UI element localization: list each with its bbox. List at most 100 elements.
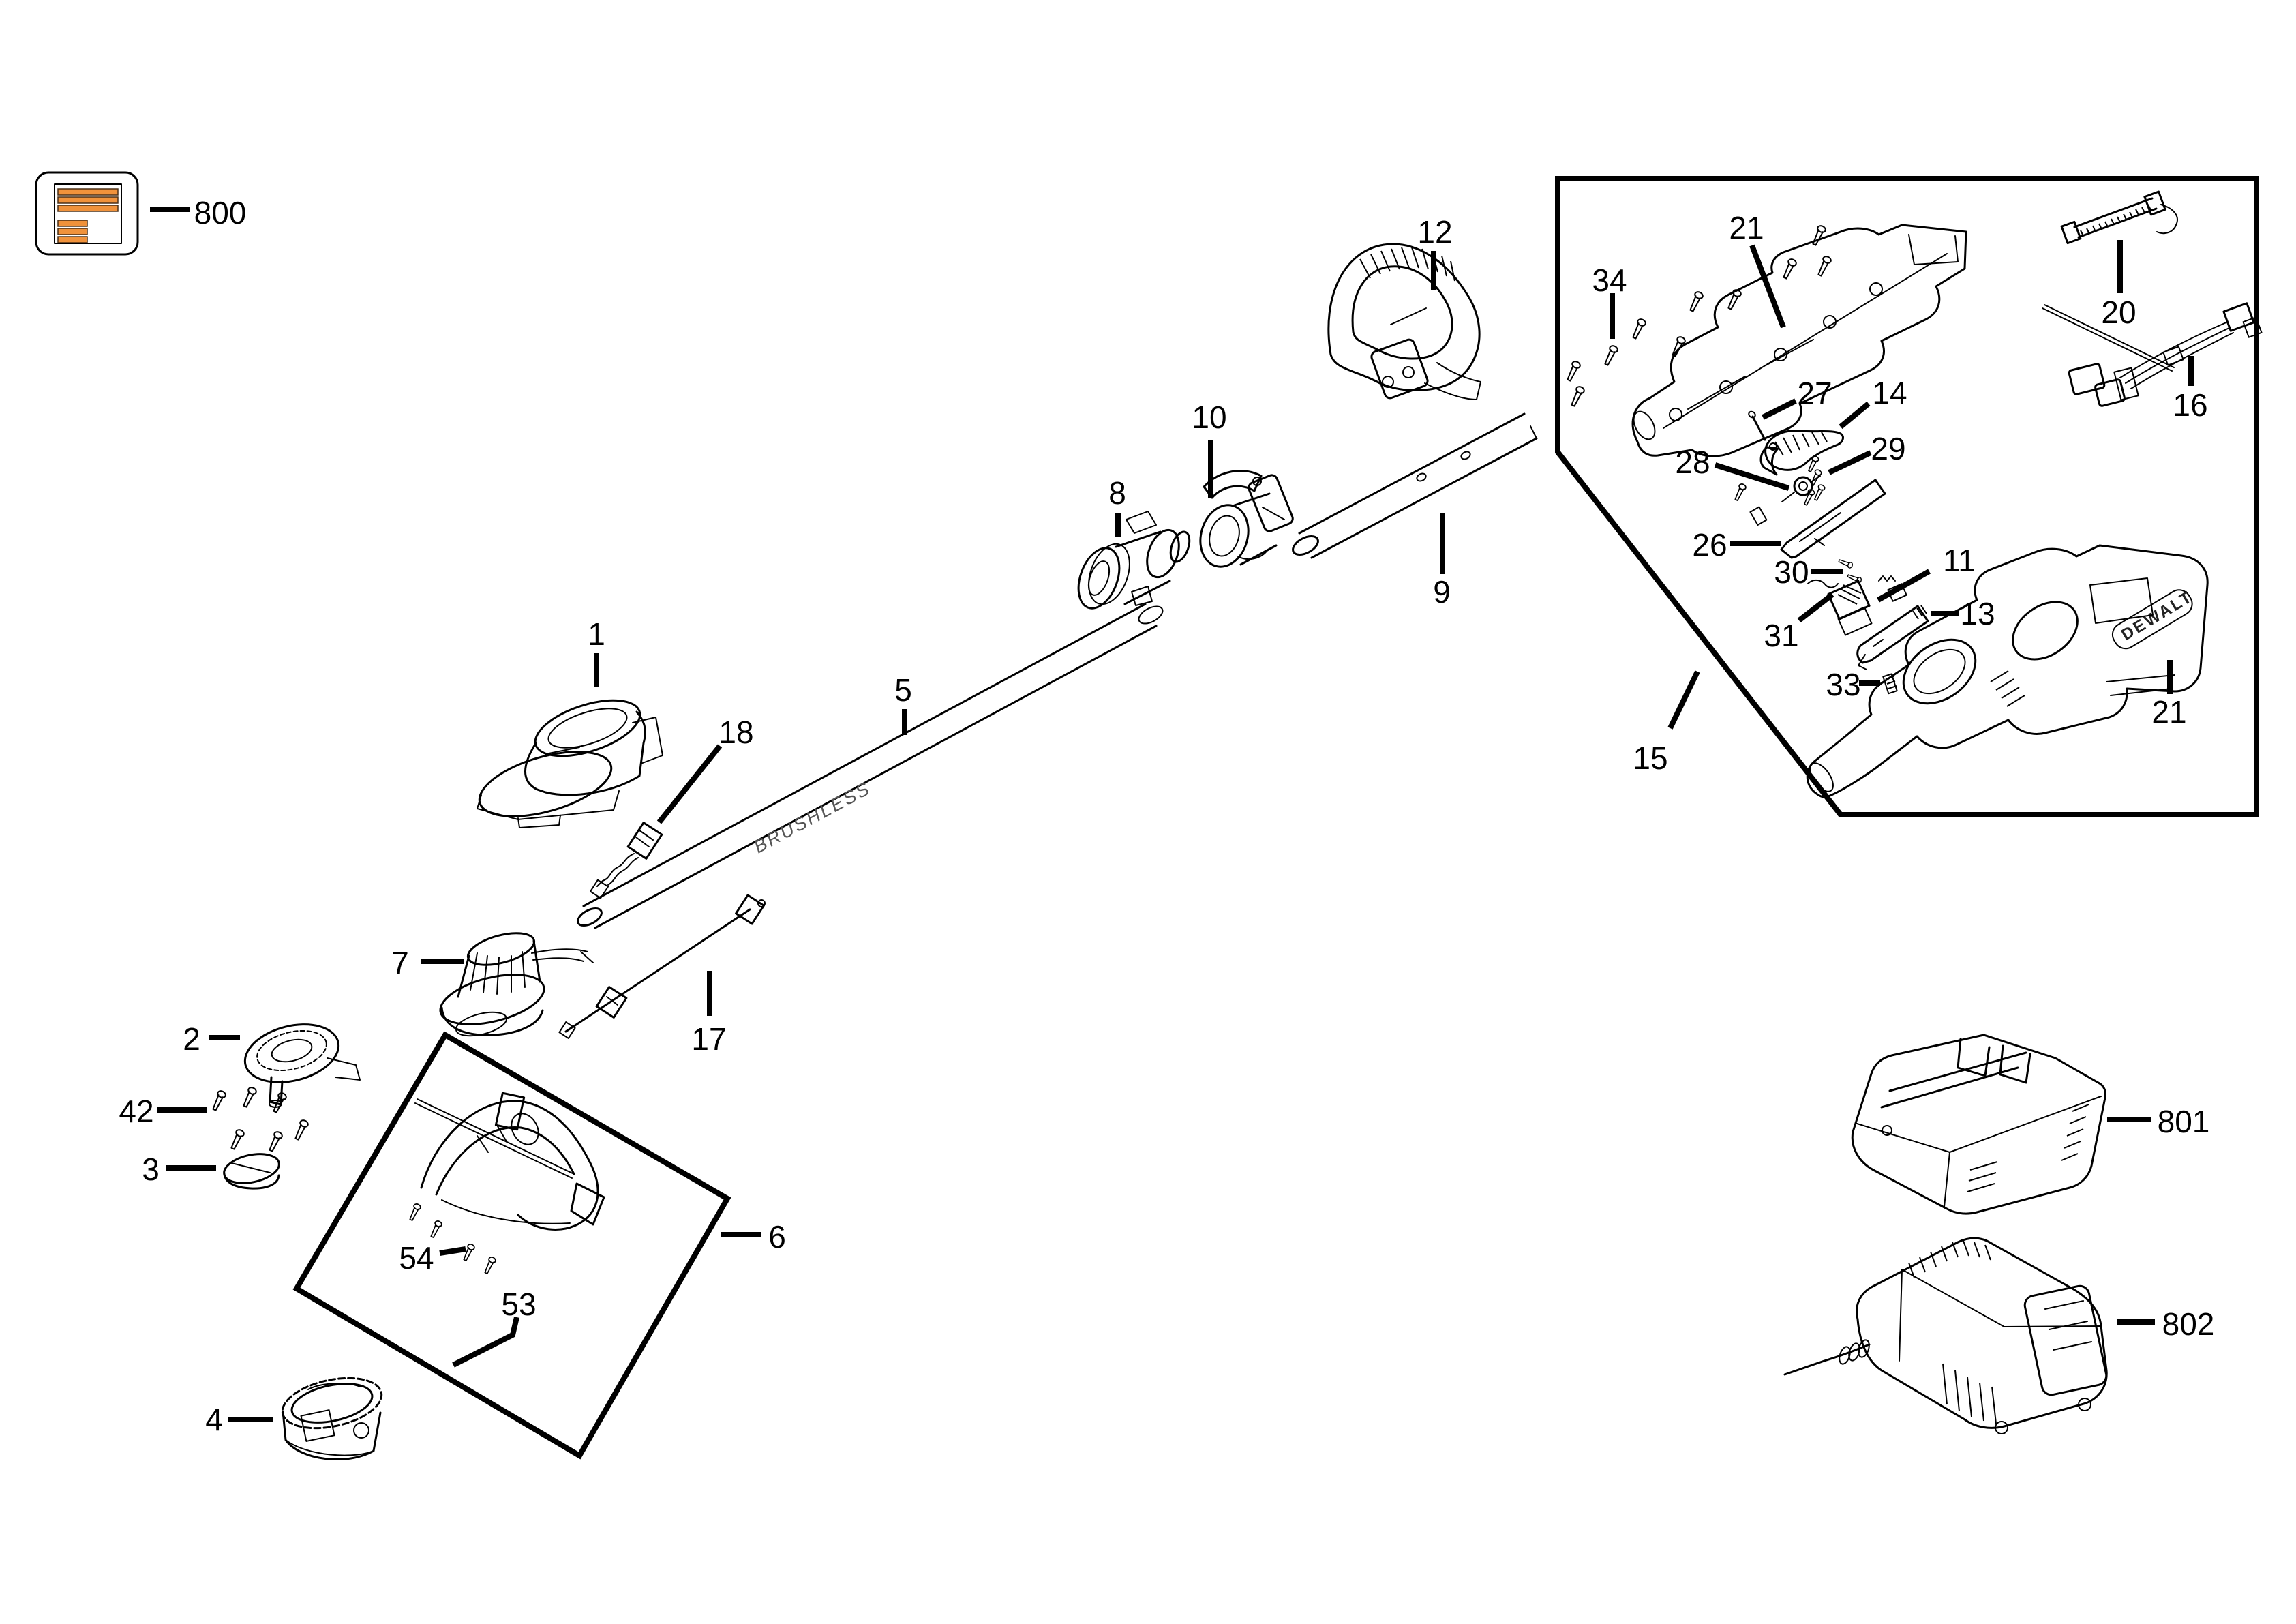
part-label-800: 800 [150, 195, 246, 230]
part-label-1: 1 [588, 616, 605, 687]
part-number-text: 3 [142, 1152, 160, 1187]
part-label-13: 13 [1931, 596, 1995, 631]
part-label-33: 33 [1826, 667, 1880, 702]
part-4-spool-cap-drawing [281, 1377, 383, 1461]
part-label-6: 6 [721, 1219, 786, 1254]
part-label-26: 26 [1692, 527, 1781, 562]
part-1-gear-housing-drawing [477, 699, 663, 828]
part-number-text: 29 [1871, 431, 1905, 466]
part-labels-layer: 8001234567891011121314151617182021212627… [119, 195, 2214, 1437]
battery-801-drawing [1851, 1034, 2106, 1215]
part-number-text: 2 [183, 1021, 200, 1057]
leader-line [1828, 450, 1872, 475]
part-number-text: 53 [501, 1287, 536, 1322]
part-8-coupler-drawing [1077, 511, 1191, 610]
part-label-3: 3 [142, 1152, 216, 1187]
part-label-8: 8 [1108, 475, 1126, 537]
part-26-cover-plate-drawing [1780, 479, 1886, 559]
part-label-42: 42 [119, 1094, 207, 1129]
part-number-text: 42 [119, 1094, 153, 1129]
part-31-switch-drawing [1807, 580, 1873, 636]
leader-line [439, 1246, 466, 1256]
part-label-31: 31 [1764, 592, 1834, 653]
part-number-text: 21 [1729, 210, 1764, 245]
part-number-text: 800 [194, 195, 247, 230]
part-number-text: 31 [1764, 618, 1798, 653]
part-label-12: 12 [1417, 214, 1453, 290]
part-label-54: 54 [399, 1240, 466, 1276]
leader-line [656, 744, 723, 824]
part-12-aux-handle-drawing [1327, 243, 1481, 400]
part-number-text: 33 [1826, 667, 1860, 702]
leader-line [1797, 592, 1834, 623]
part-number-text: 6 [768, 1219, 786, 1254]
leader-line [1762, 398, 1797, 420]
part-number-text: 7 [391, 945, 409, 980]
part-number-text: 802 [2162, 1306, 2215, 1342]
part-27-push-rod-drawing [1748, 410, 1766, 441]
part-number-text: 8 [1108, 475, 1126, 511]
leader-line [1877, 569, 1931, 603]
part-label-4: 4 [205, 1402, 273, 1437]
part-number-text: 21 [2151, 694, 2186, 730]
part-label-29: 29 [1828, 431, 1906, 475]
part-label-2: 2 [183, 1021, 240, 1057]
part-13-lockoff-lever-drawing [1856, 605, 1929, 670]
part-42-screws-drawing [209, 1085, 310, 1154]
parts-list-thumbnail-icon [35, 171, 139, 256]
part-label-801: 801 [2107, 1104, 2209, 1139]
part-7-motor-drawing [439, 932, 594, 1037]
part-number-text: 26 [1692, 527, 1727, 562]
part-number-text: 17 [691, 1021, 726, 1057]
part-number-text: 14 [1872, 375, 1907, 410]
part-number-text: 12 [1417, 214, 1452, 250]
part-9-upper-tube-drawing [1292, 412, 1538, 559]
inset-box-trimmer-guard [292, 1031, 731, 1460]
part-number-text: 28 [1675, 445, 1710, 480]
part-34-screws-drawing [1564, 224, 1833, 408]
part-number-text: 9 [1433, 574, 1451, 610]
part-label-17: 17 [691, 971, 727, 1057]
part-label-802: 802 [2117, 1306, 2214, 1342]
part-label-53: 53 [452, 1287, 537, 1368]
part-label-20: 20 [2101, 240, 2136, 330]
part-17-flexible-lead-drawing [558, 894, 766, 1039]
part-label-21: 21 [1729, 210, 1786, 329]
part-number-text: 11 [1943, 543, 1976, 578]
leader-line [1749, 244, 1786, 329]
part-label-14: 14 [1839, 375, 1907, 430]
part-21-lower-housing-drawing: DEWALT [1806, 544, 2209, 798]
part-label-27: 27 [1762, 376, 1832, 420]
part-5-shaft-tube-drawing: BRUSHLESS [577, 603, 1164, 929]
part-3-washer-drawing [223, 1153, 280, 1190]
part-label-30: 30 [1774, 554, 1843, 590]
part-20-ribbon-lead-drawing [2060, 190, 2178, 245]
leader-line [1839, 401, 1871, 430]
part-label-7: 7 [391, 945, 464, 980]
part-label-5: 5 [894, 672, 912, 735]
part-number-text: 30 [1774, 554, 1809, 590]
charger-802-drawing [1783, 1237, 2108, 1434]
leader-line [1714, 462, 1790, 491]
part-number-text: 18 [719, 715, 753, 750]
part-number-text: 1 [588, 616, 605, 652]
part-label-11: 11 [1877, 543, 1976, 603]
part-21-upper-housing-drawing [1631, 224, 1967, 457]
part-label-21: 21 [2151, 660, 2187, 730]
part-number-text: 4 [205, 1402, 223, 1437]
part-label-15: 15 [1633, 670, 1700, 776]
part-number-text: 801 [2158, 1104, 2210, 1139]
part-label-16: 16 [2173, 356, 2208, 423]
part-number-text: 20 [2101, 295, 2136, 330]
part-label-34: 34 [1592, 262, 1627, 339]
part-number-text: 13 [1960, 596, 1995, 631]
part-16-switch-harness-drawing [2042, 302, 2263, 407]
part-label-9: 9 [1433, 513, 1451, 610]
part-18-wire-lead-drawing [590, 822, 663, 899]
housing-brand-text: DEWALT [2118, 587, 2196, 644]
part-28-grommet-drawing [1732, 475, 1821, 526]
part-number-text: 27 [1797, 376, 1832, 411]
part-number-text: 15 [1633, 740, 1667, 776]
shaft-marking-text: BRUSHLESS [751, 778, 875, 858]
